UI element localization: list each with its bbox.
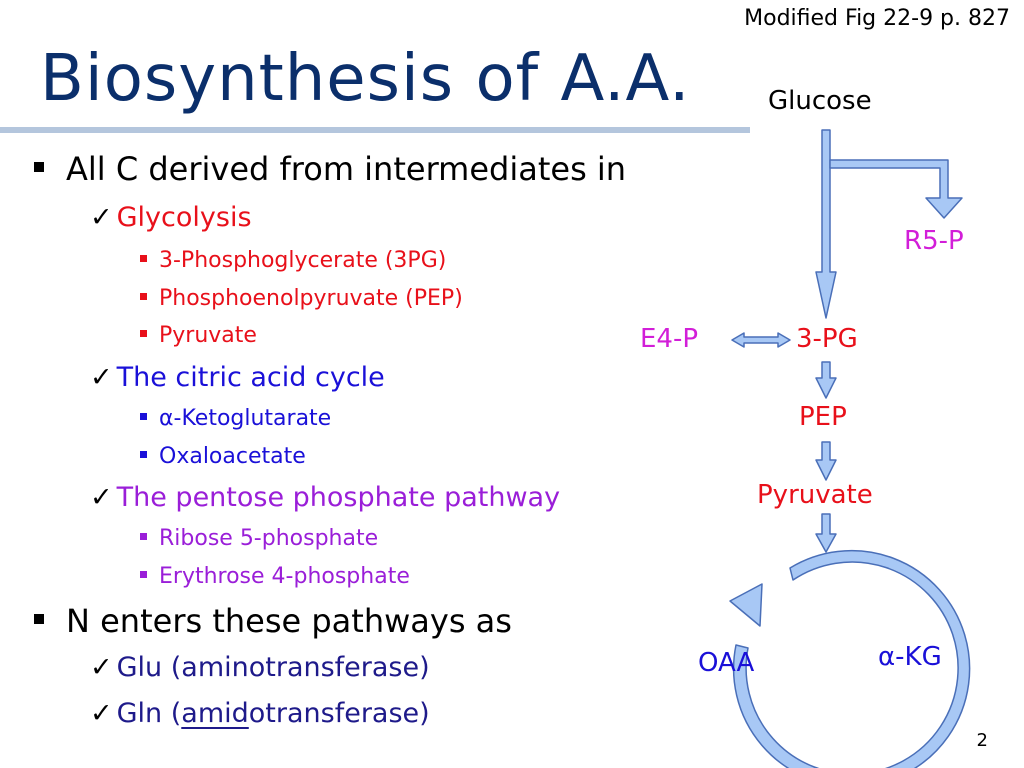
- square-bullet-icon: [34, 614, 44, 624]
- square-bullet-icon: [140, 570, 147, 578]
- square-bullet-icon: [140, 532, 147, 540]
- arrow-pyruvate-to-cycle: [815, 513, 837, 553]
- checkmark-icon: ✓: [90, 482, 113, 513]
- bullet-nitrogen-entry: N enters these pathways as: [34, 602, 512, 640]
- title-underline-rule: [0, 127, 750, 133]
- label-e4p: E4-P: [640, 324, 699, 354]
- item-ribose-5-phosphate: Ribose 5-phosphate: [140, 526, 378, 551]
- label-3pg: 3-PG: [796, 324, 858, 354]
- item-pep: Phosphoenolpyruvate (PEP): [140, 286, 463, 311]
- sub-bullet-glycolysis: ✓Glycolysis: [90, 202, 252, 233]
- label-r5p: R5-P: [904, 226, 964, 256]
- amid-underlined: amid: [181, 698, 249, 729]
- sub-bullet-glu: ✓Glu (aminotransferase): [90, 652, 430, 683]
- arrow-3pg-to-pep: [815, 361, 837, 399]
- checkmark-icon: ✓: [90, 362, 113, 393]
- item-alpha-ketoglutarate: α-Ketoglutarate: [140, 406, 331, 431]
- sub-bullet-citric-acid-cycle: ✓The citric acid cycle: [90, 362, 385, 393]
- square-bullet-icon: [140, 329, 147, 337]
- arrow-pep-to-pyruvate: [815, 441, 837, 481]
- label-glucose: Glucose: [768, 86, 872, 116]
- sub-bullet-pentose-phosphate: ✓The pentose phosphate pathway: [90, 482, 561, 513]
- checkmark-icon: ✓: [90, 652, 113, 683]
- arrow-glucose-to-3pg: [815, 129, 837, 319]
- square-bullet-icon: [140, 292, 147, 300]
- square-bullet-icon: [34, 162, 44, 172]
- bullet-carbon-sources: All C derived from intermediates in: [34, 150, 626, 188]
- item-erythrose-4-phosphate: Erythrose 4-phosphate: [140, 564, 410, 589]
- figure-source: Modified Fig 22-9 p. 827: [744, 6, 1010, 31]
- item-oxaloacetate: Oxaloacetate: [140, 444, 306, 469]
- item-pyruvate: Pyruvate: [140, 323, 257, 348]
- checkmark-icon: ✓: [90, 202, 113, 233]
- square-bullet-icon: [140, 450, 147, 458]
- square-bullet-icon: [140, 412, 147, 420]
- cycle-arrowhead: [729, 583, 763, 627]
- label-alpha-kg: α-KG: [878, 642, 942, 672]
- square-bullet-icon: [140, 254, 147, 262]
- label-pyruvate: Pyruvate: [757, 480, 873, 510]
- checkmark-icon: ✓: [90, 698, 113, 729]
- arrow-e4p-3pg: [731, 332, 791, 348]
- label-oaa: OAA: [698, 648, 755, 678]
- item-3pg: 3-Phosphoglycerate (3PG): [140, 248, 446, 273]
- sub-bullet-gln: ✓Gln (amidotransferase): [90, 698, 430, 729]
- citric-acid-cycle-ring: [732, 549, 971, 768]
- slide-title: Biosynthesis of A.A.: [40, 42, 691, 116]
- slide-number: 2: [976, 730, 988, 751]
- label-pep: PEP: [799, 402, 847, 432]
- arrow-glucose-to-r5p: [829, 159, 963, 219]
